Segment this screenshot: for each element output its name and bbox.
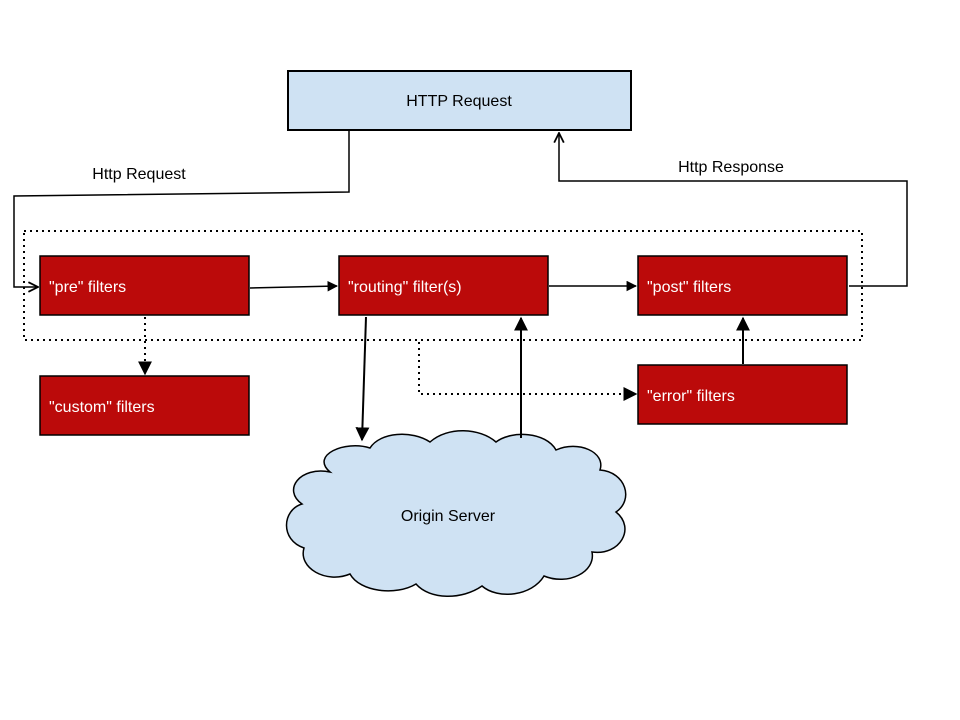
custom-filters-node: "custom" filters [39,375,250,436]
routing-filters-label: "routing" filter(s) [348,279,462,296]
http-request-node-label: HTTP Request [406,93,512,110]
origin-server-node: Origin Server [285,430,627,597]
post-filters-node: "post" filters [637,255,848,316]
routing-filters-node: "routing" filter(s) [338,255,549,316]
pre-filters-node: "pre" filters [39,255,250,316]
error-filters-node: "error" filters [637,364,848,425]
edge-label-http-response: Http Response [678,159,784,176]
custom-filters-label: "custom" filters [49,399,155,416]
error-filters-label: "error" filters [647,388,735,405]
edge-http-request [13,131,350,287]
edge-http-response [559,133,908,287]
pre-filters-label: "pre" filters [49,279,126,296]
edge-label-http-request: Http Request [92,166,186,183]
http-request-node: HTTP Request [287,70,632,131]
edge-routing-to-origin [355,316,370,442]
edge-pre-to-routing [249,280,339,292]
post-filters-label: "post" filters [647,279,731,296]
origin-server-label: Origin Server [401,508,496,525]
edge-to-error-filters [418,342,638,401]
